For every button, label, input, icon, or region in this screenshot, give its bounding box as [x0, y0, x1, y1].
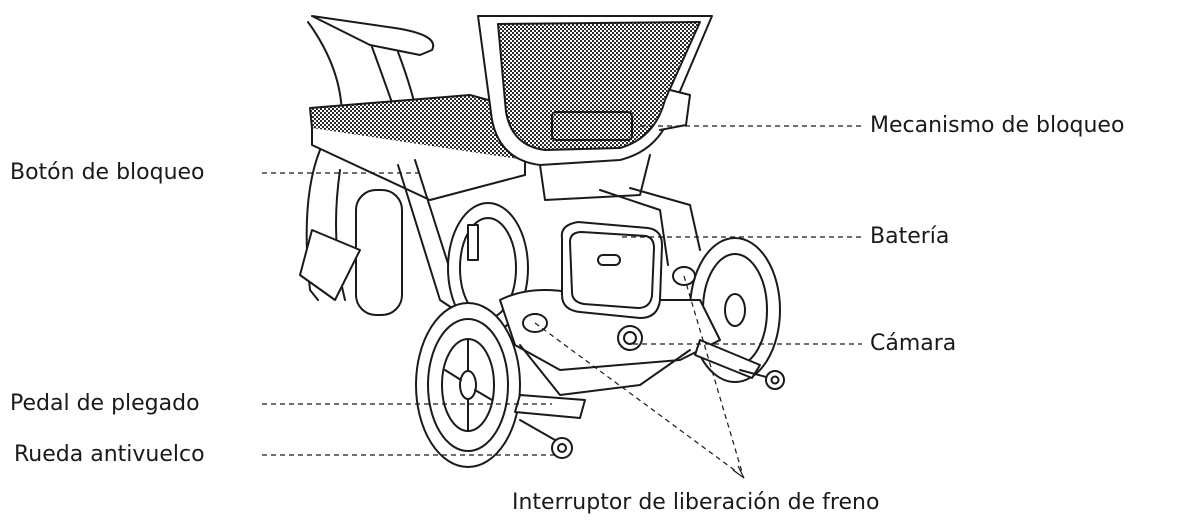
- motor-housing: [499, 289, 721, 396]
- label-lock-button: Botón de bloqueo: [10, 160, 205, 185]
- label-brake-release: Interruptor de liberación de freno: [512, 490, 880, 515]
- arrowhead-brake-release: [732, 465, 745, 479]
- front-wheel-left: [415, 302, 521, 468]
- leader-brake-release-a: [534, 322, 738, 473]
- label-lock-mechanism: Mecanismo de bloqueo: [870, 113, 1125, 138]
- label-camera: Cámara: [870, 331, 957, 356]
- folding-pedal: [514, 339, 761, 419]
- leader-brake-release-b: [683, 275, 743, 473]
- camera-module: [617, 325, 643, 351]
- frame: [299, 149, 701, 321]
- label-battery: Batería: [870, 224, 950, 249]
- anti-tip-wheels: [519, 369, 785, 459]
- backrest: [477, 15, 713, 201]
- battery-pack: [560, 221, 663, 319]
- label-anti-tip-wheel: Rueda antivuelco: [14, 442, 205, 467]
- seat: [309, 94, 526, 201]
- label-fold-pedal: Pedal de plegado: [10, 391, 200, 416]
